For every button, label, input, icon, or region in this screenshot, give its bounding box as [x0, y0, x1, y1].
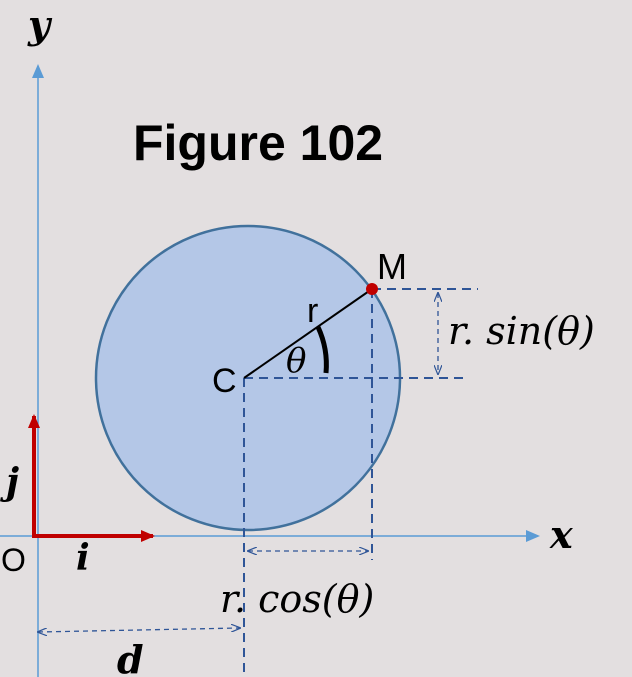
- figure-title: Figure 102: [133, 115, 383, 171]
- unit-i-label: i: [76, 537, 90, 579]
- dashed-guides: [243, 288, 478, 677]
- point-m: [366, 283, 378, 295]
- center-label: C: [212, 362, 237, 400]
- x-axis-label: x: [549, 512, 574, 557]
- origin-label: O: [1, 542, 26, 578]
- unit-j-label: j: [0, 461, 19, 503]
- y-axis-label: y: [27, 2, 53, 47]
- radius-line: [243, 288, 373, 379]
- radius-label: r: [307, 292, 318, 330]
- angle-arc: [315, 325, 329, 374]
- angle-label: θ: [286, 341, 306, 381]
- r-cos-label: r. cos(θ): [220, 577, 374, 621]
- d-dimension: [38, 628, 240, 632]
- distance-label: d: [117, 637, 144, 677]
- point-label: M: [377, 246, 407, 287]
- r-sin-label: r. sin(θ): [448, 309, 595, 353]
